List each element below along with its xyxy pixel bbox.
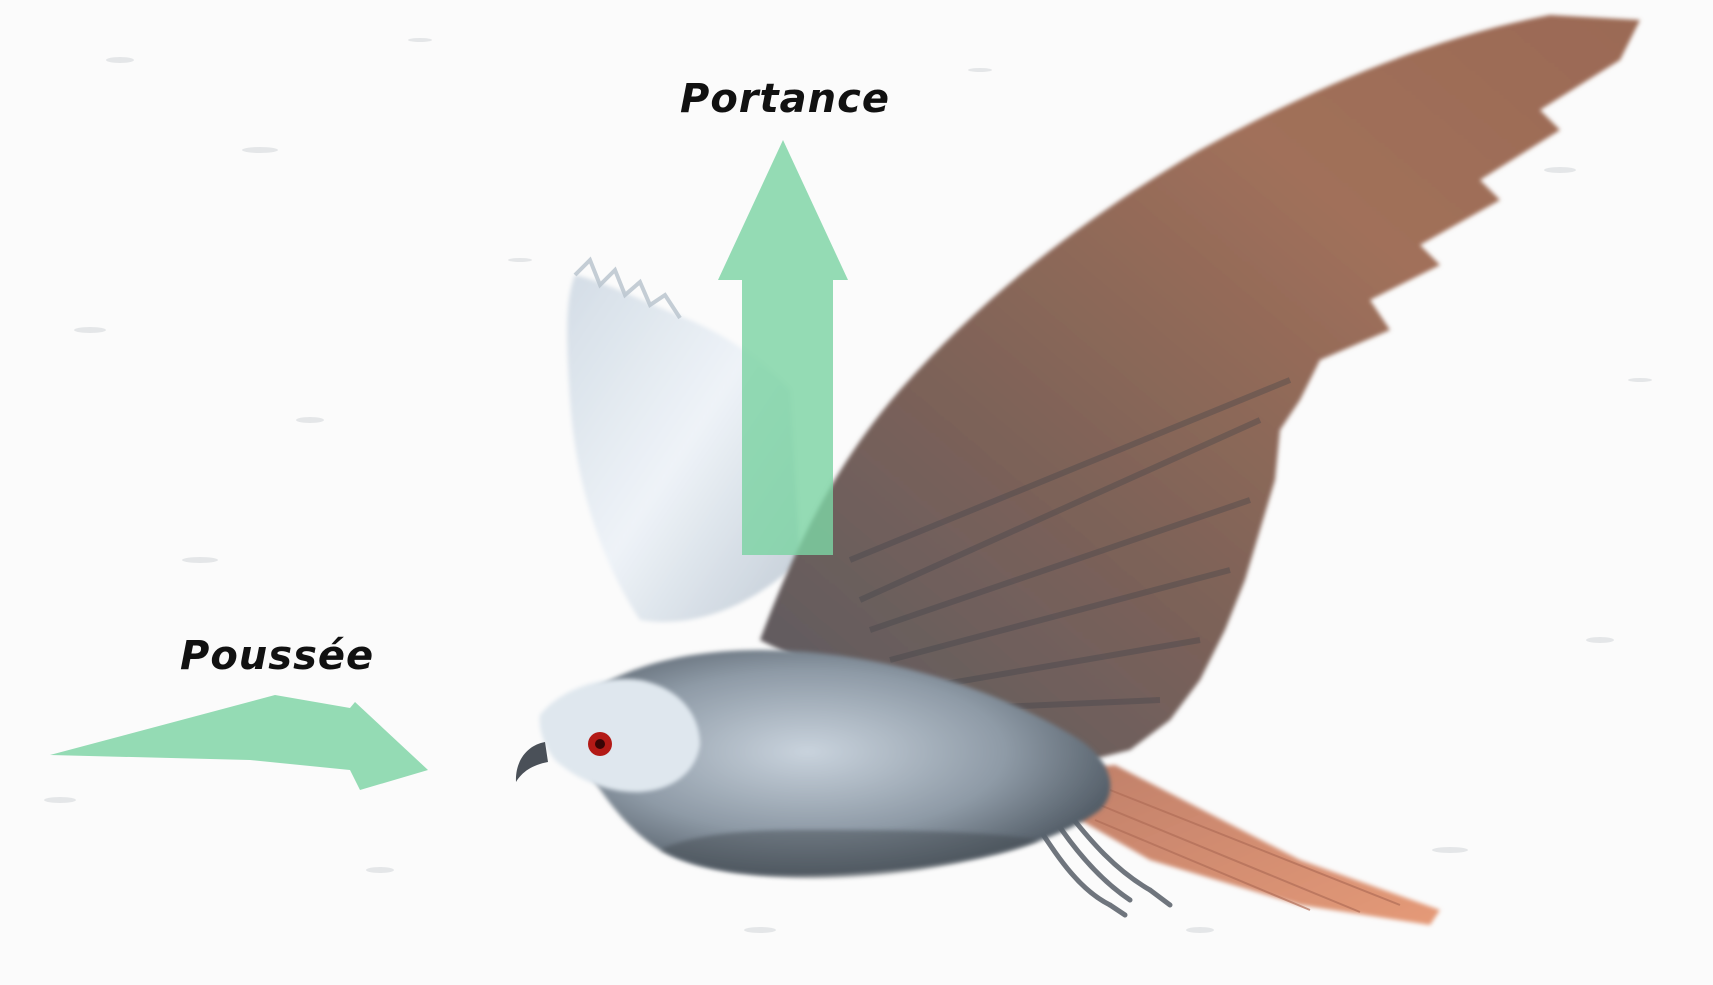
bird-head <box>540 679 700 792</box>
lift-label: Portance <box>680 76 890 122</box>
near-wing <box>760 15 1640 760</box>
tail <box>1070 765 1440 925</box>
thrust-arrow <box>50 695 428 790</box>
bird-eye-pupil <box>595 739 605 749</box>
thrust-label: Poussée <box>180 633 374 679</box>
beak <box>516 742 548 782</box>
belly-shadow <box>660 830 1040 878</box>
